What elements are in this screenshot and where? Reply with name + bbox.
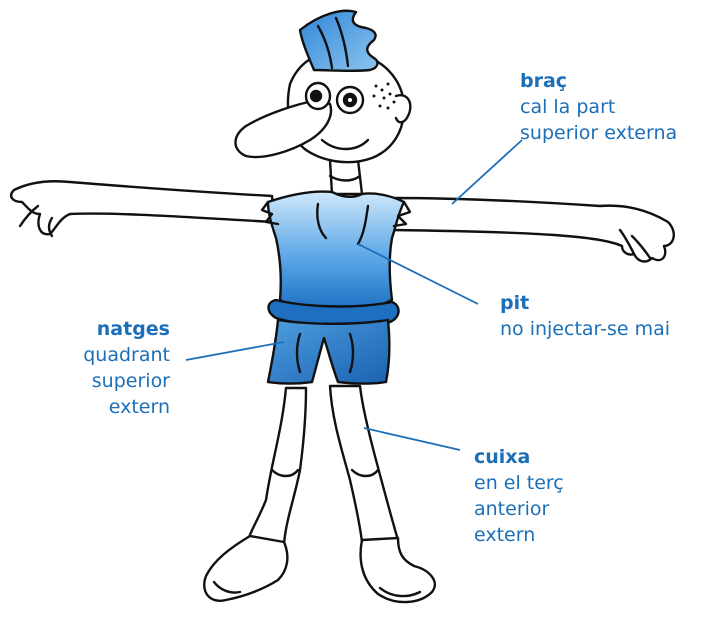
shorts [268,320,389,384]
label-cuixa-line-1: en el terç [474,470,564,496]
label-brac: braç cal la part superior externa [520,68,677,146]
feet [204,536,435,602]
label-natges-line-3: extern [40,394,170,420]
label-brac-line-1: cal la part [520,94,677,120]
leader-line-natges [186,342,284,360]
left-arm [11,181,274,236]
right-arm [392,198,674,261]
label-pit-title: pit [500,290,670,316]
label-pit-line-1: no injectar-se mai [500,316,670,342]
label-pit: pit no injectar-se mai [500,290,670,342]
label-natges-line-1: quadrant [40,342,170,368]
hat [300,11,377,71]
label-cuixa-line-2: anterior [474,496,564,522]
label-natges: natges quadrant superior extern [40,316,170,420]
label-cuixa: cuixa en el terç anterior extern [474,444,564,548]
label-brac-line-2: superior externa [520,120,677,146]
label-cuixa-line-3: extern [474,522,564,548]
leader-line-cuixa [364,428,460,450]
label-natges-title: natges [40,316,170,342]
label-brac-title: braç [520,68,677,94]
leader-line-brac [452,140,522,204]
legs [248,386,398,544]
label-cuixa-title: cuixa [474,444,564,470]
shirt [268,192,404,313]
label-natges-line-2: superior [40,368,170,394]
